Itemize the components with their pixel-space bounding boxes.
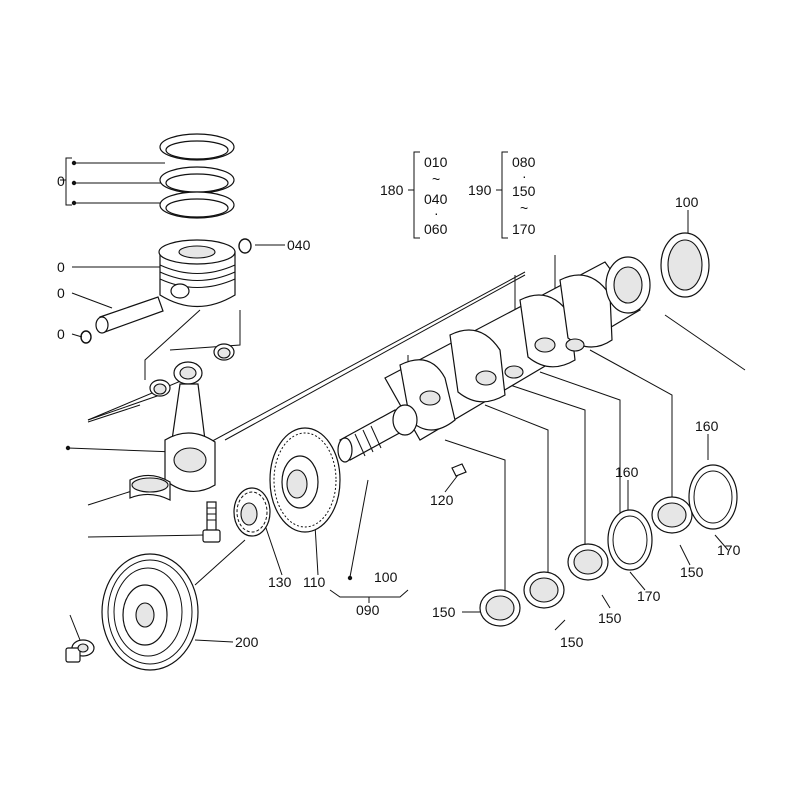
label-piston-pin: 0 (57, 285, 65, 301)
label-180-mid: 040 (424, 191, 448, 207)
label-110: 110 (303, 574, 326, 590)
label-150-b: 150 (560, 634, 584, 650)
connecting-rod (164, 361, 216, 492)
thrust-washer-rear (688, 464, 738, 530)
label-170-b: 170 (717, 542, 741, 558)
label-180-to: 060 (424, 221, 448, 237)
crank-pulley (101, 553, 199, 671)
label-150-d: 150 (680, 564, 704, 580)
label-180: 180 (380, 182, 404, 198)
label-170-a: 170 (637, 588, 661, 604)
piston-rings (159, 133, 235, 219)
pulley-bolt (65, 639, 95, 663)
labels: 0 0 0 0 040 100 180 010 ~ 040 · 060 190 … (57, 154, 741, 650)
label-180-dot: · (434, 205, 439, 221)
main-bearing-4 (651, 496, 693, 534)
sprocket (233, 487, 271, 537)
snap-ring-right (238, 238, 252, 254)
thrust-washer-front (607, 509, 653, 571)
label-180-tilde: ~ (432, 171, 440, 187)
label-160-b: 160 (695, 418, 719, 434)
rod-bushings (149, 343, 235, 397)
label-130: 130 (268, 574, 292, 590)
piston (158, 239, 236, 308)
label-190-from: 080 (512, 154, 536, 170)
main-bearings (479, 496, 693, 627)
label-150-a: 150 (432, 604, 456, 620)
label-120: 120 (430, 492, 454, 508)
label-190-tilde: ~ (520, 200, 528, 216)
rod-bolt (202, 501, 221, 543)
label-190: 190 (468, 182, 492, 198)
label-snap-ring: 0 (57, 326, 65, 342)
woodruff-key (451, 463, 467, 477)
label-100-top: 100 (675, 194, 699, 210)
label-190-dot: · (522, 168, 527, 184)
thrust-washers (607, 464, 738, 571)
rod-bearing (129, 474, 171, 501)
main-bearing-2 (523, 571, 565, 609)
label-100-bottom: 100 (374, 569, 398, 585)
label-150-c: 150 (598, 610, 622, 626)
label-piston-ring-set: 0 (57, 173, 65, 189)
piston-pin (95, 296, 164, 334)
main-bearing-3 (567, 543, 609, 581)
label-190-to: 170 (512, 221, 536, 237)
main-bearing-rear (660, 232, 710, 298)
crank-gear (269, 427, 341, 533)
label-090: 090 (356, 602, 380, 618)
range-brackets (408, 151, 508, 239)
label-180-from: 010 (424, 154, 448, 170)
label-160-a: 160 (615, 464, 639, 480)
leader-lines (60, 157, 746, 643)
crankshaft (337, 256, 651, 463)
callout-dots (65, 160, 353, 581)
label-190-mid: 150 (512, 183, 536, 199)
label-040: 040 (287, 237, 311, 253)
main-bearing-1 (479, 589, 521, 627)
snap-ring-left (80, 330, 92, 344)
label-piston: 0 (57, 259, 65, 275)
label-200: 200 (235, 634, 259, 650)
